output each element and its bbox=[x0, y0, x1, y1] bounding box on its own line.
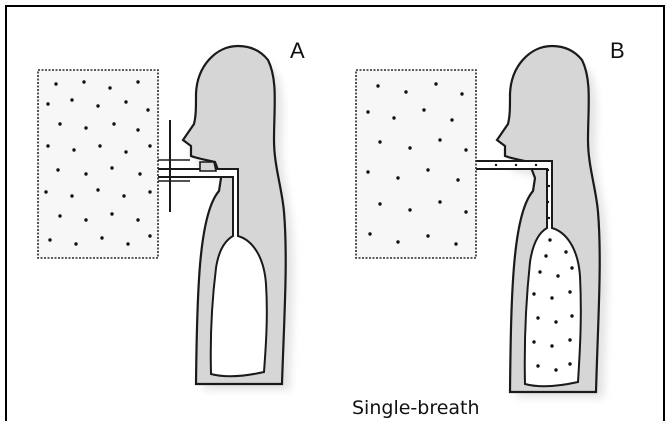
panel-label-b: B bbox=[610, 38, 625, 63]
mouth-seal-a bbox=[200, 162, 216, 171]
gas-container-a bbox=[38, 70, 158, 258]
panel-a: A bbox=[38, 38, 305, 390]
gas-container-b bbox=[356, 70, 476, 258]
panel-label-a: A bbox=[290, 38, 305, 63]
panel-b: B bbox=[356, 38, 625, 398]
diagram-caption: Single-breath bbox=[352, 397, 480, 419]
